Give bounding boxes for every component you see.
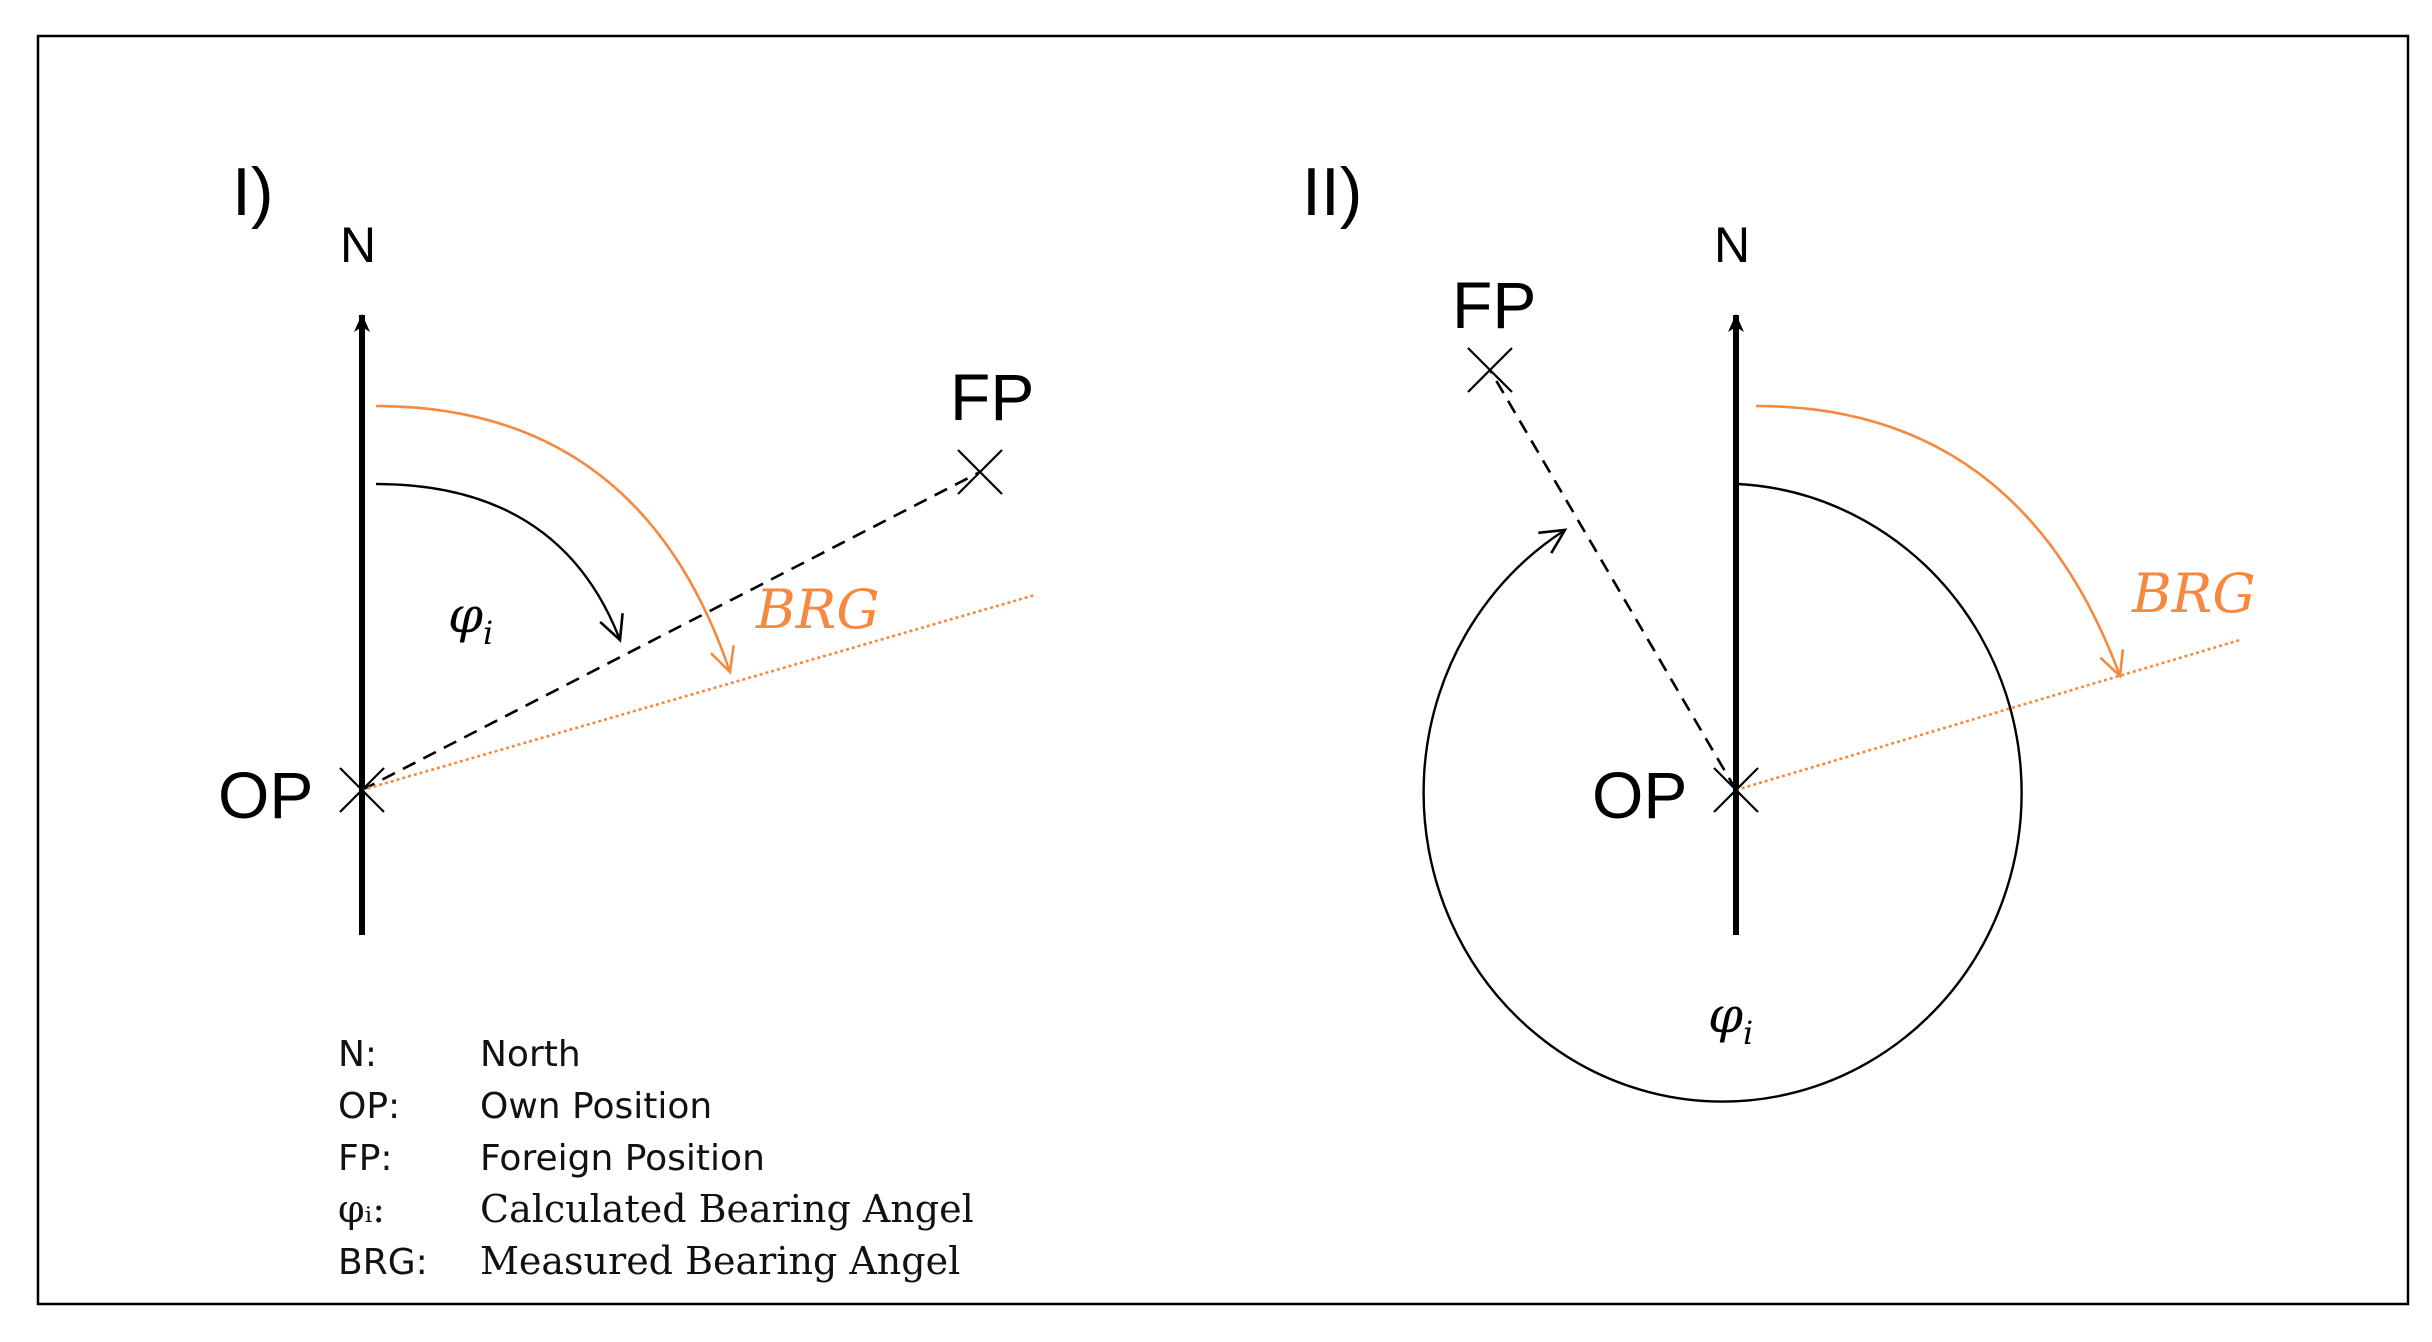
legend: N: North OP: Own Position FP: Foreign Po… (338, 1034, 974, 1283)
fp-label-two: FP (1452, 268, 1536, 342)
panel-one-label: I) (232, 154, 274, 230)
legend-key: BRG: (338, 1242, 428, 1283)
north-label-one: N (340, 217, 376, 273)
phi-arc-two (1422, 482, 2023, 1103)
panel-one: I) N OP FP φi BRG (218, 154, 1036, 935)
legend-value: Own Position (480, 1086, 712, 1127)
legend-row: φᵢ: Calculated Bearing Angel (338, 1187, 974, 1231)
legend-row: BRG: Measured Bearing Angel (338, 1239, 960, 1283)
phi-label-one: φi (448, 586, 493, 652)
phi-arc-one (375, 482, 624, 643)
op-label-one: OP (218, 758, 313, 832)
op-cross-one (339, 767, 385, 813)
legend-key: OP: (338, 1086, 400, 1127)
legend-key: φᵢ: (338, 1187, 385, 1231)
brg-label-one: BRG (755, 578, 879, 641)
legend-key: FP: (338, 1138, 393, 1179)
panel-two: II) N OP FP φi BRG (1302, 154, 2255, 1103)
brg-arc-two (1755, 404, 2125, 679)
legend-value: Foreign Position (480, 1138, 765, 1179)
fp-cross-one (957, 449, 1003, 495)
legend-value: North (480, 1034, 581, 1075)
fp-line-one (361, 470, 981, 792)
fp-label-one: FP (950, 360, 1034, 434)
brg-label-two: BRG (2131, 562, 2255, 625)
legend-value: Measured Bearing Angel (480, 1239, 960, 1283)
brg-line-one (361, 593, 1036, 792)
legend-value: Calculated Bearing Angel (480, 1187, 974, 1231)
fp-cross-two (1467, 347, 1513, 393)
brg-line-two (1735, 638, 2241, 792)
brg-arc-one (375, 404, 735, 675)
fp-line-two (1488, 369, 1738, 791)
phi-label-two: φi (1708, 986, 1753, 1052)
op-cross-two (1713, 767, 1759, 813)
legend-row: OP: Own Position (338, 1086, 712, 1127)
north-label-two: N (1714, 217, 1750, 273)
figure-frame (36, 34, 2410, 1306)
op-label-two: OP (1592, 758, 1687, 832)
legend-row: FP: Foreign Position (338, 1138, 765, 1179)
legend-row: N: North (338, 1034, 581, 1075)
legend-key: N: (338, 1034, 377, 1075)
panel-two-label: II) (1302, 154, 1362, 230)
